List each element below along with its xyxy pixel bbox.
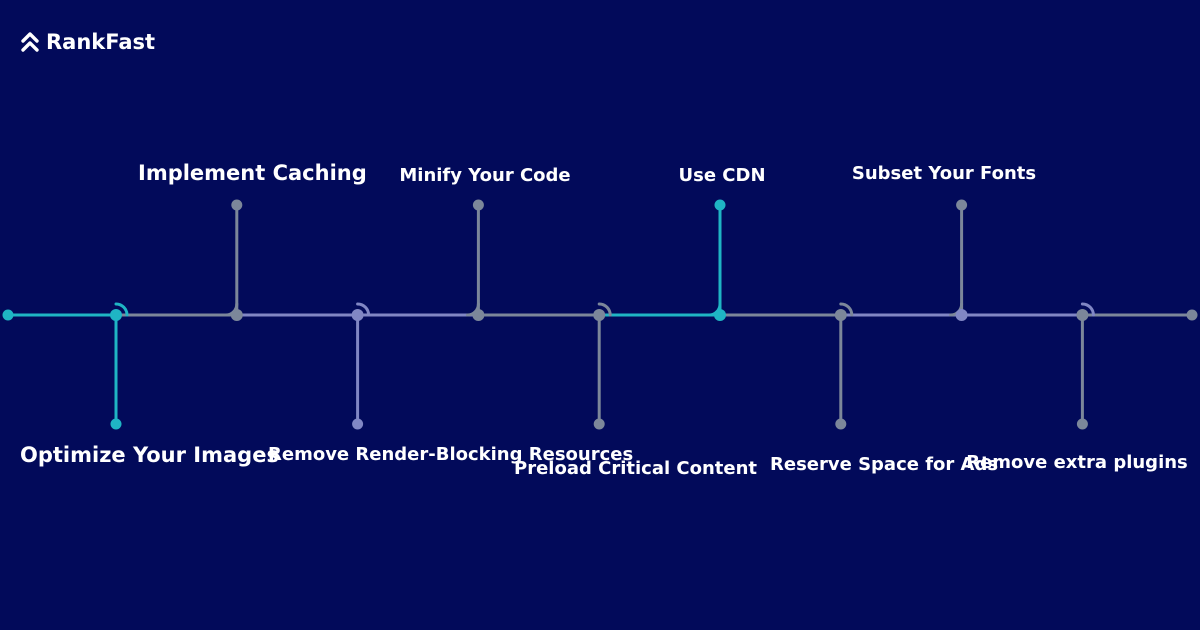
step-label-reserve-space-ads: Reserve Space for Ads <box>770 454 999 475</box>
brand-logo[interactable]: RankFast <box>20 30 155 54</box>
step-end-dot <box>352 418 364 430</box>
timeline-node-dot <box>1076 309 1089 321</box>
step-end-dot <box>472 199 484 211</box>
step-label-preload-critical-content: Preload Critical Content <box>514 458 758 479</box>
timeline-start-dot <box>2 309 14 321</box>
timeline-node-dot <box>472 309 485 321</box>
node-connector-arc <box>114 302 129 317</box>
timeline-node-dot <box>351 309 364 321</box>
step-label-subset-fonts: Subset Your Fonts <box>851 163 1037 184</box>
step-end-dot <box>714 199 726 211</box>
step-label-implement-caching: Implement Caching <box>138 161 367 185</box>
step-label-optimize-images: Optimize Your Images <box>20 443 279 467</box>
timeline-node-dot <box>714 309 726 321</box>
step-label-remove-plugins: Remove extra plugins <box>966 452 1188 473</box>
timeline-end-dot <box>1186 309 1198 321</box>
timeline-node-dot <box>834 309 847 321</box>
timeline-node-dot <box>955 309 968 321</box>
step-end-dot <box>593 418 605 430</box>
node-connector-arc <box>597 302 612 317</box>
step-label-minify-code: Minify Your Code <box>399 165 571 186</box>
step-end-dot <box>956 199 968 211</box>
brand-name: RankFast <box>46 30 156 54</box>
step-end-dot <box>231 199 243 211</box>
double-chevron-up-icon <box>20 31 40 53</box>
node-connector-arc <box>356 302 371 317</box>
step-label-remove-render-blocking: Remove Render-Blocking Resources <box>268 444 634 465</box>
timeline-node-dot <box>230 309 243 321</box>
timeline-node-dot <box>593 309 606 321</box>
timeline-node-dot <box>110 309 122 321</box>
step-end-dot <box>110 418 122 430</box>
node-connector-arc <box>1080 302 1095 317</box>
node-connector-arc <box>839 302 854 317</box>
step-end-dot <box>835 418 847 430</box>
step-end-dot <box>1076 418 1088 430</box>
step-label-use-cdn: Use CDN <box>678 165 766 186</box>
